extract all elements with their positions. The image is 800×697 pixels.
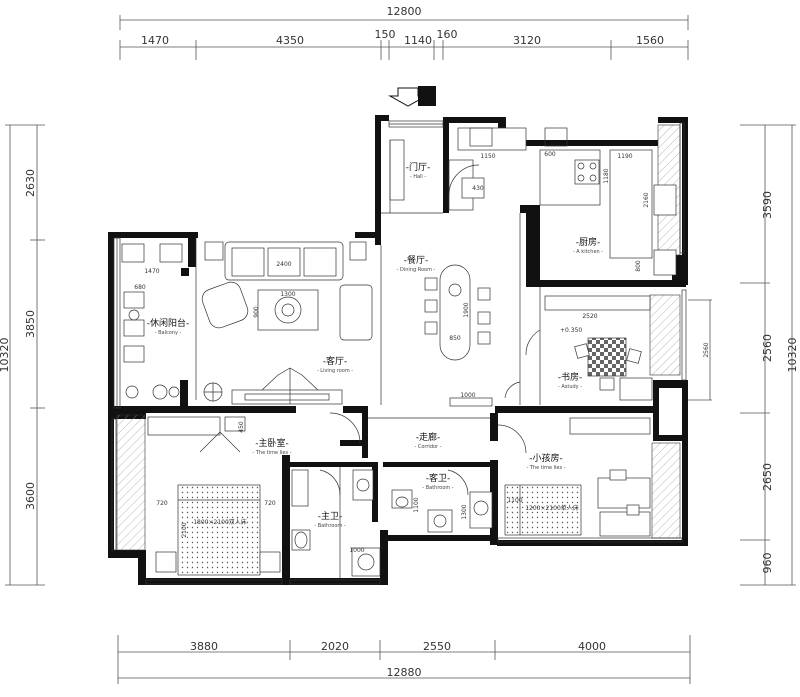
dining-label: -餐厅- [404,254,429,266]
bath-dim-1000: 1000 [349,547,364,554]
master-bedroom-label-en: - The time lies - [252,450,291,456]
kids-bed-label: 1200×2100单人床 [525,504,579,512]
right-seg-2: 2560 [761,334,774,362]
bottom-seg-3: 2550 [423,640,451,653]
kitchen-dim-600: 600 [544,151,556,158]
left-dimension-chain: 10320 2630 3850 3600 [0,124,45,586]
right-total-dim: 10320 [786,338,799,373]
master-dim-2100: 2100 [181,522,188,537]
corridor-label: -走廊- [416,431,441,443]
left-seg-3: 3600 [24,482,37,510]
bottom-seg-2: 2020 [321,640,349,653]
left-seg-1: 2630 [24,169,37,197]
kitchen-area: 1150 1190 600 430 2160 800 1180 -厨房- - A… [457,127,677,276]
master-bath-label-en: - Bathroom - [314,523,346,529]
top-seg-5: 160 [437,28,458,41]
right-dimension-chain: 3590 2560 2650 960 10320 [740,124,799,586]
top-seg-7: 1560 [636,34,664,47]
walls [108,115,688,585]
kids-room-label-en: - The time lies - [526,465,565,471]
bath-dim-1100: 1100 [413,497,420,512]
bottom-seg-4: 4000 [578,640,606,653]
right-seg-1: 3590 [761,191,774,219]
kitchen-dim-430: 430 [472,185,484,192]
study-dim-2520: 2520 [582,313,597,320]
living-label-en: - Living room - [317,368,353,374]
balcony-dim-680: 680 [134,284,146,291]
kitchen-label-en: - A kitchen - [573,249,603,255]
living-dim-900: 900 [253,306,260,318]
top-seg-1: 1470 [141,34,169,47]
top-seg-6: 3120 [513,34,541,47]
kitchen-dim-1190: 1190 [617,153,632,160]
guest-bath-label-en: - Bathroom - [422,485,454,491]
study-label: -书房- [558,371,583,383]
study-dim-2560: 2560 [703,342,710,357]
balcony-dim-1470: 1470 [144,268,159,275]
master-bath-area: 1000 -主卫- - Bathroom - [291,467,381,578]
living-dim-2400: 2400 [276,261,291,268]
left-total-dim: 10320 [0,338,11,373]
top-dimension-chain: 12800 1470 4350 150 1140 160 3120 1560 [119,5,689,60]
bottom-dimension-chain: 3880 2020 2550 4000 12880 [117,635,691,684]
study-label-en: - Astudy - [558,384,582,390]
master-dim-720a: 720 [156,500,168,507]
dining-dim-1900: 1900 [463,302,470,317]
kitchen-label: -厨房- [576,236,601,248]
entrance-arrow-icon [388,86,436,107]
guest-bath-area: 1100 1300 -客卫- - Bathroom - [391,469,493,533]
kitchen-dim-2160: 2160 [643,192,650,207]
master-bed-label: 1800×2100双人床 [193,518,247,526]
kids-room-area: 1200×2100单人床 1100 -小孩房- - The time lies … [504,417,651,537]
dining-label-en: - Dining Room - [397,267,436,273]
bath-dim-1300: 1300 [461,504,468,519]
master-dim-720b: 720 [264,500,276,507]
top-seg-2: 4350 [276,34,304,47]
top-seg-3: 150 [375,28,396,41]
dining-dim-850: 850 [449,335,461,342]
guest-bath-label: -客卫- [426,472,451,484]
living-label: -客厅- [323,355,348,367]
master-bath-label: -主卫- [318,510,343,522]
hall-label-en: - Hall - [410,174,427,180]
top-total-dim: 12800 [387,5,422,18]
study-area: +0.350 2520 2560 -书房- - Astudy - [525,287,712,405]
corridor-area: -走廊- - Corridor - [329,412,527,454]
bottom-total-dim: 12880 [387,666,422,679]
right-seg-4: 960 [761,553,774,574]
hall-area: -门厅- - Hall - [381,139,480,214]
corridor-label-en: - Corridor - [414,444,441,450]
kitchen-dim-800: 800 [635,260,642,272]
balcony-area: 1470 680 -休闲阳台- - Balcony - [121,243,190,400]
study-level: +0.350 [560,327,582,334]
hall-label: -门厅- [406,161,431,173]
dining-dim-1000: 1000 [460,392,475,399]
left-seg-2: 3850 [24,310,37,338]
kids-dim-1100: 1100 [507,497,522,504]
master-bedroom-label: -主卧室- [255,437,289,449]
kitchen-dim-1180: 1180 [603,168,610,183]
kitchen-dim-1150: 1150 [480,153,495,160]
living-area: 2400 1300 900 -客厅- - Living room - [195,238,373,405]
windows [111,120,687,585]
kids-room-label: -小孩房- [529,452,563,464]
living-dim-1300: 1300 [280,291,295,298]
right-seg-3: 2650 [761,463,774,491]
bottom-seg-1: 3880 [190,640,218,653]
master-bedroom-area: 1800×2100双人床 720 720 2100 450 -主卧室- - Th… [147,416,292,576]
dining-area: 1900 850 -餐厅- - Dining Room - 1000 [380,213,521,407]
balcony-label-en: - Balcony - [155,330,182,336]
top-seg-4: 1140 [404,34,432,47]
balcony-label: -休闲阳台- [147,317,190,329]
master-dim-450: 450 [238,421,245,433]
